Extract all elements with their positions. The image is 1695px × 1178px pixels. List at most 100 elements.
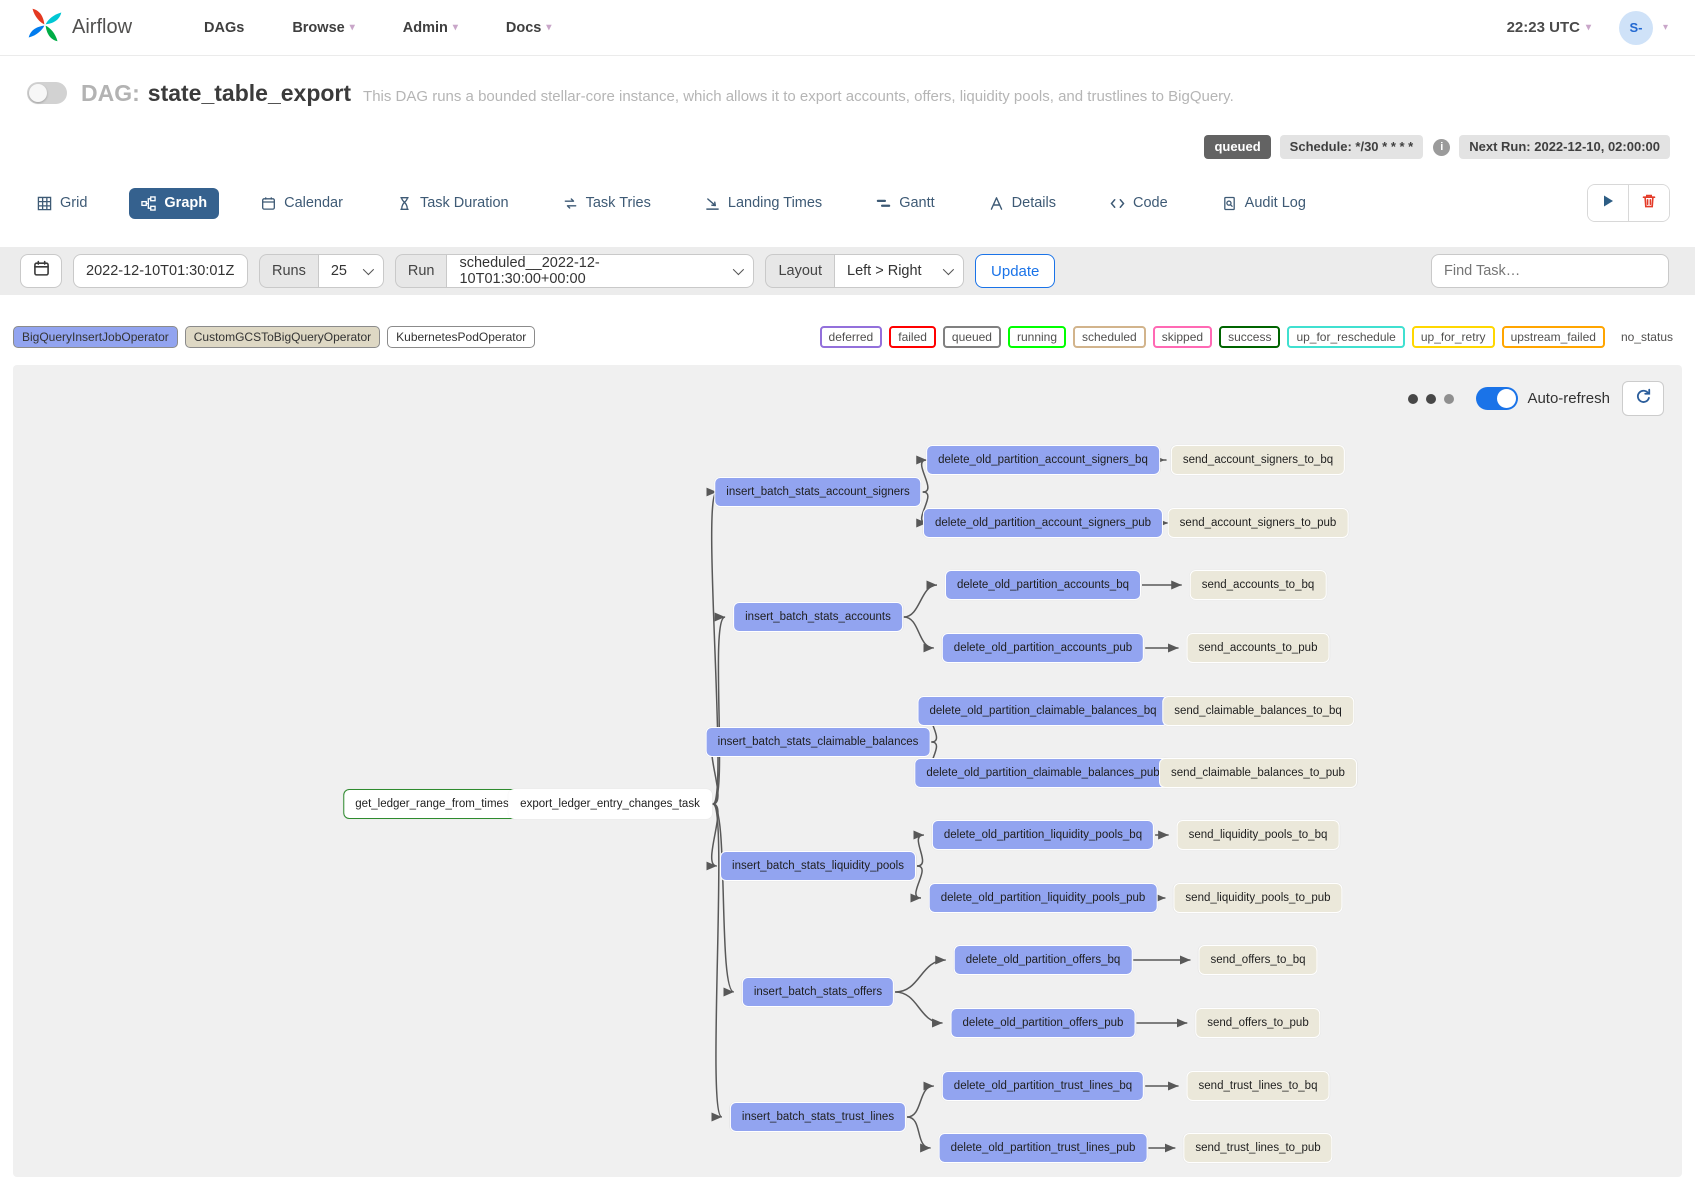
status-legend-badge[interactable]: running: [1007, 326, 1066, 348]
task-node-insert_batch_stats_liquidity_pools[interactable]: insert_batch_stats_liquidity_pools: [720, 851, 916, 881]
dag-header: DAG: state_table_export This DAG runs a …: [0, 74, 1695, 112]
calendar-picker-button[interactable]: [20, 254, 62, 288]
info-icon: i: [1433, 138, 1451, 156]
task-node-delete_old_partition_account_signers_pub[interactable]: delete_old_partition_account_signers_pub: [922, 508, 1164, 538]
delete-dag-button[interactable]: [1628, 185, 1669, 221]
task-node-send_account_signers_to_pub[interactable]: send_account_signers_to_pub: [1167, 508, 1349, 538]
status-legend-badge[interactable]: deferred: [819, 326, 883, 348]
grid-icon: [37, 196, 52, 211]
task-node-send_accounts_to_pub[interactable]: send_accounts_to_pub: [1186, 633, 1330, 663]
chevron-down-icon: [362, 263, 374, 276]
tab-gantt[interactable]: Gantt: [864, 188, 946, 219]
runs-select[interactable]: 25: [317, 254, 384, 288]
dag-description: This DAG runs a bounded stellar-core ins…: [363, 87, 1234, 105]
nav-item-dags[interactable]: DAGs: [204, 19, 245, 36]
task-node-insert_batch_stats_offers[interactable]: insert_batch_stats_offers: [741, 977, 895, 1007]
status-legend-badge[interactable]: queued: [942, 326, 1001, 348]
brand-name: Airflow: [72, 16, 133, 38]
tab-graph[interactable]: Graph: [129, 187, 220, 219]
nav-item-docs[interactable]: Docs ▾: [505, 19, 552, 36]
tab-grid[interactable]: Grid: [25, 188, 99, 219]
nav-item-browse[interactable]: Browse ▾: [292, 19, 355, 36]
task-node-get_ledger_range_from_times[interactable]: get_ledger_range_from_times: [343, 789, 521, 819]
tab-task-tries[interactable]: Task Tries: [551, 188, 663, 219]
trigger-dag-button[interactable]: [1588, 185, 1628, 221]
task-node-delete_old_partition_accounts_pub[interactable]: delete_old_partition_accounts_pub: [941, 633, 1145, 663]
navbar: Airflow DAGs Browse ▾ Admin ▾ Docs ▾ 22:…: [0, 0, 1695, 56]
task-node-send_account_signers_to_bq[interactable]: send_account_signers_to_bq: [1170, 445, 1346, 475]
tab-code[interactable]: Code: [1098, 188, 1180, 219]
task-node-export_ledger_entry_changes_task[interactable]: export_ledger_entry_changes_task: [508, 789, 712, 819]
tab-label: Audit Log: [1244, 194, 1306, 211]
task-node-send_claimable_balances_to_pub[interactable]: send_claimable_balances_to_pub: [1159, 758, 1357, 788]
tab-task-duration[interactable]: Task Duration: [385, 188, 521, 219]
task-node-insert_batch_stats_accounts[interactable]: insert_batch_stats_accounts: [733, 602, 903, 632]
hourglass-icon: [397, 196, 412, 211]
nav-links: DAGs Browse ▾ Admin ▾ Docs ▾: [204, 20, 551, 36]
task-node-delete_old_partition_account_signers_bq[interactable]: delete_old_partition_account_signers_bq: [926, 445, 1160, 475]
task-node-delete_old_partition_claimable_balances_pub[interactable]: delete_old_partition_claimable_balances_…: [914, 758, 1172, 788]
status-legend-badge[interactable]: upstream_failed: [1501, 326, 1605, 348]
auto-refresh-toggle[interactable]: [1476, 387, 1519, 410]
task-node-insert_batch_stats_claimable_balances[interactable]: insert_batch_stats_claimable_balances: [705, 727, 931, 757]
task-node-send_offers_to_bq[interactable]: send_offers_to_bq: [1198, 945, 1318, 975]
tab-label: Task Duration: [419, 194, 509, 211]
task-node-insert_batch_stats_account_signers[interactable]: insert_batch_stats_account_signers: [714, 477, 922, 507]
details-icon: [989, 196, 1004, 211]
task-node-delete_old_partition_offers_bq[interactable]: delete_old_partition_offers_bq: [953, 945, 1133, 975]
task-node-send_offers_to_pub[interactable]: send_offers_to_pub: [1195, 1008, 1321, 1038]
status-legend-badge[interactable]: failed: [889, 326, 936, 348]
runs-label: Runs: [259, 254, 318, 288]
base-date-input[interactable]: [73, 254, 248, 288]
layout-select[interactable]: Left > Right: [834, 254, 965, 288]
operator-badge[interactable]: BigQueryInsertJobOperator: [13, 326, 178, 348]
gantt-icon: [876, 196, 891, 211]
status-legend-badge[interactable]: success: [1219, 326, 1281, 348]
run-select[interactable]: scheduled__2022-12-10T01:30:00+00:00: [446, 254, 755, 288]
operator-badge[interactable]: KubernetesPodOperator: [387, 326, 536, 348]
task-node-delete_old_partition_trust_lines_bq[interactable]: delete_old_partition_trust_lines_bq: [941, 1071, 1145, 1101]
tab-details[interactable]: Details: [977, 188, 1068, 219]
brand[interactable]: Airflow: [27, 7, 132, 48]
status-legend-badge[interactable]: up_for_retry: [1411, 326, 1495, 348]
task-node-send_trust_lines_to_pub[interactable]: send_trust_lines_to_pub: [1183, 1133, 1333, 1163]
task-node-delete_old_partition_offers_pub[interactable]: delete_old_partition_offers_pub: [950, 1008, 1136, 1038]
task-node-send_accounts_to_bq[interactable]: send_accounts_to_bq: [1189, 570, 1327, 600]
auto-refresh-label: Auto-refresh: [1527, 390, 1610, 407]
tab-audit-log[interactable]: Audit Log: [1210, 188, 1318, 219]
task-node-send_liquidity_pools_to_bq[interactable]: send_liquidity_pools_to_bq: [1176, 820, 1340, 850]
graph-icon: [141, 195, 157, 211]
task-node-delete_old_partition_trust_lines_pub[interactable]: delete_old_partition_trust_lines_pub: [938, 1133, 1148, 1163]
chevron-down-icon[interactable]: ▾: [1662, 21, 1668, 33]
avatar[interactable]: S-: [1618, 10, 1653, 45]
task-node-send_claimable_balances_to_bq[interactable]: send_claimable_balances_to_bq: [1162, 696, 1354, 726]
update-button[interactable]: Update: [975, 254, 1056, 288]
task-node-delete_old_partition_accounts_bq[interactable]: delete_old_partition_accounts_bq: [945, 570, 1141, 600]
tab-calendar[interactable]: Calendar: [249, 188, 355, 219]
tab-label: Task Tries: [585, 194, 651, 211]
task-node-delete_old_partition_liquidity_pools_pub[interactable]: delete_old_partition_liquidity_pools_pub: [928, 883, 1158, 913]
task-node-delete_old_partition_claimable_balances_bq[interactable]: delete_old_partition_claimable_balances_…: [917, 696, 1169, 726]
tab-landing-times[interactable]: Landing Times: [693, 188, 834, 219]
task-node-insert_batch_stats_trust_lines[interactable]: insert_batch_stats_trust_lines: [729, 1102, 907, 1132]
dag-pause-toggle[interactable]: [27, 82, 67, 104]
find-task-input[interactable]: [1431, 254, 1669, 288]
operator-badge[interactable]: CustomGCSToBigQueryOperator: [184, 326, 381, 348]
timezone-selector[interactable]: 22:23 UTC ▾: [1506, 19, 1591, 36]
refresh-button[interactable]: [1622, 381, 1664, 416]
task-node-send_trust_lines_to_bq[interactable]: send_trust_lines_to_bq: [1186, 1071, 1330, 1101]
layout-group: Layout Left > Right: [765, 254, 965, 288]
task-node-delete_old_partition_liquidity_pools_bq[interactable]: delete_old_partition_liquidity_pools_bq: [931, 820, 1155, 850]
chevron-down-icon: ▾: [452, 21, 458, 33]
run-label: Run: [394, 254, 447, 288]
tab-label: Grid: [60, 194, 88, 211]
status-legend-badge[interactable]: scheduled: [1073, 326, 1146, 348]
status-legend-badge[interactable]: up_for_reschedule: [1287, 326, 1405, 348]
task-node-send_liquidity_pools_to_pub[interactable]: send_liquidity_pools_to_pub: [1173, 883, 1343, 913]
status-legend-badge[interactable]: skipped: [1152, 326, 1213, 348]
code-icon: [1110, 196, 1125, 211]
next-run-badge: Next Run: 2022-12-10, 02:00:00: [1459, 135, 1670, 159]
nav-item-admin[interactable]: Admin ▾: [402, 19, 458, 36]
schedule-badge: Schedule: */30 * * * *: [1279, 135, 1424, 159]
